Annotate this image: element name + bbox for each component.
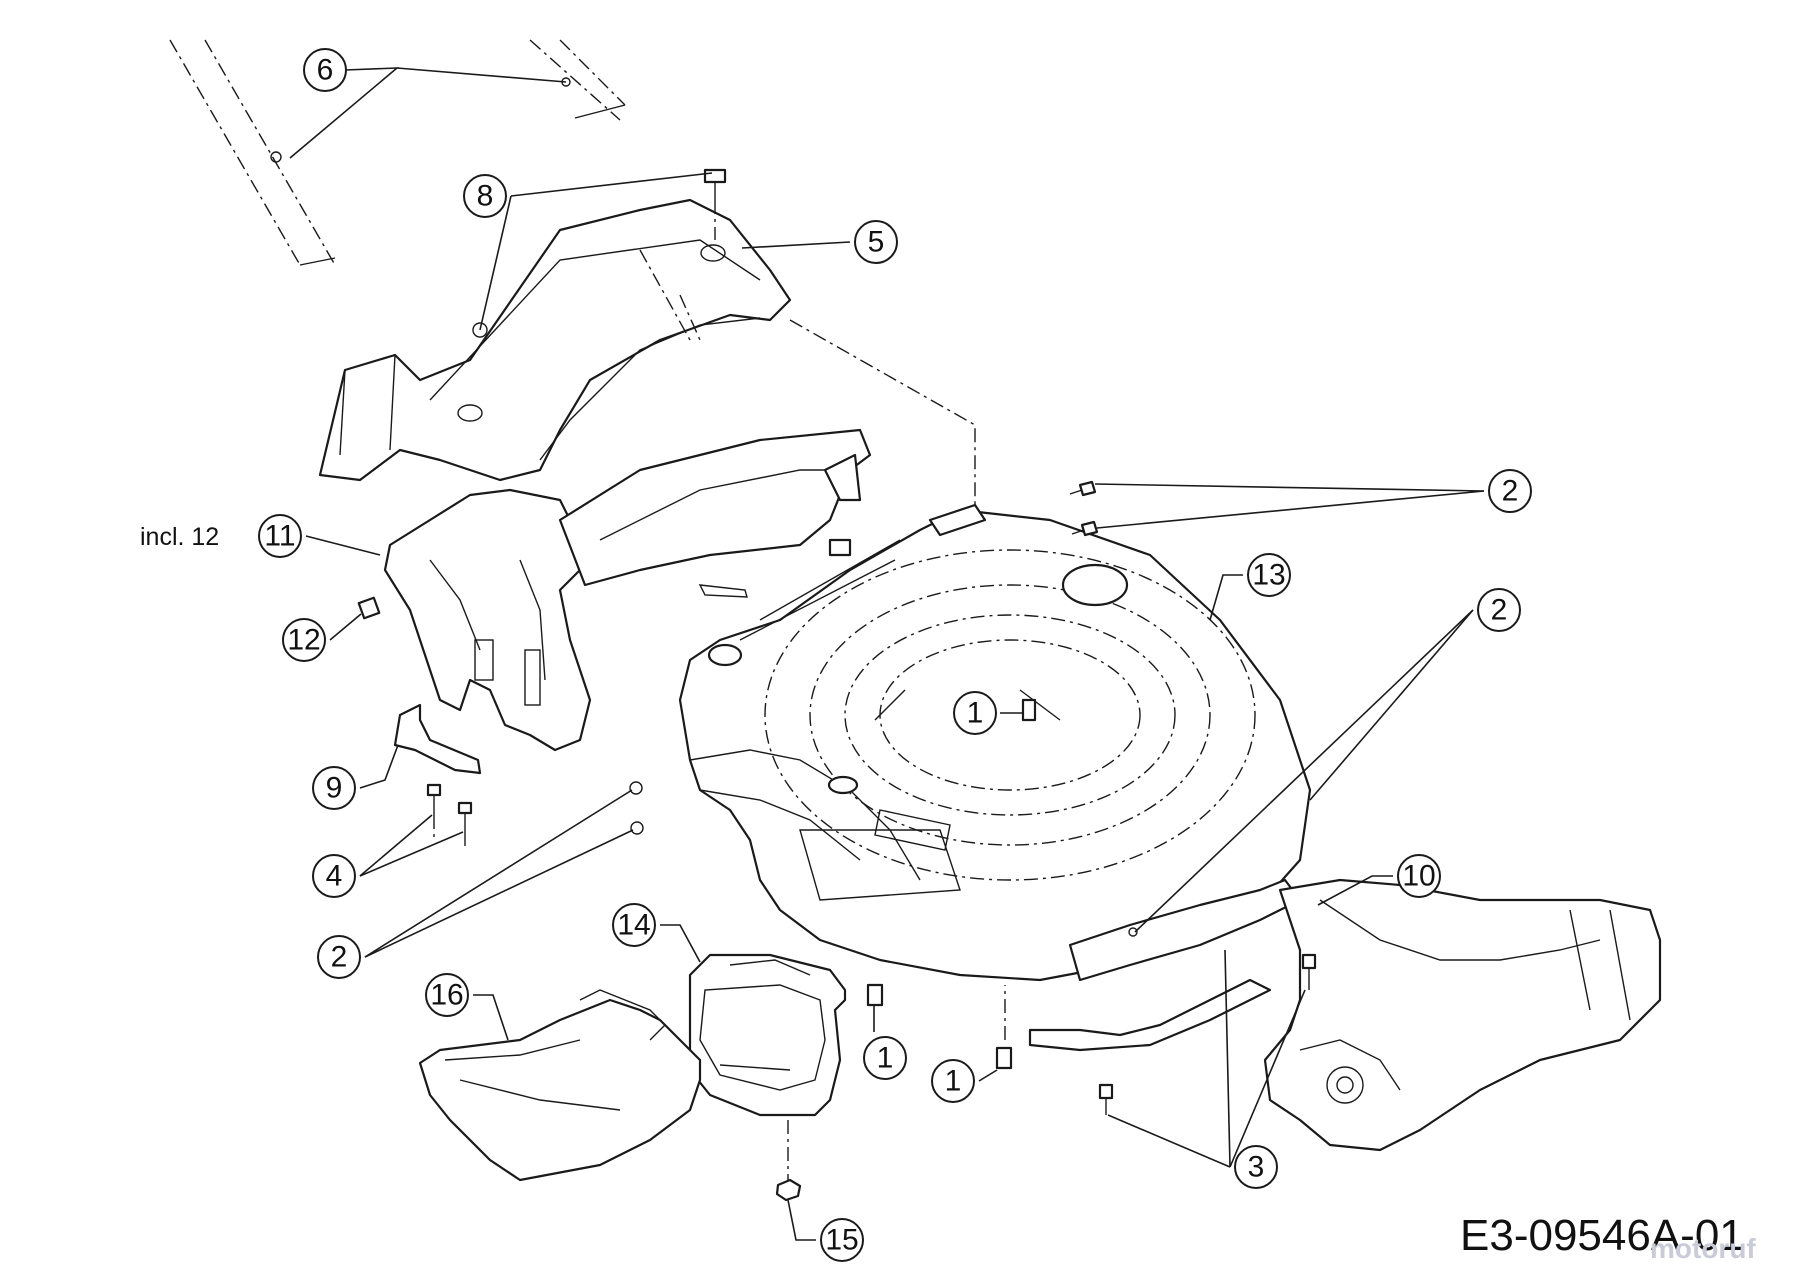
callout-12-label: 12	[287, 624, 320, 657]
callout-10-label: 10	[1402, 860, 1435, 893]
callout-3: 3	[1234, 1145, 1278, 1189]
callout-1-lower: 1	[931, 1059, 975, 1103]
callout-11: 11	[258, 514, 302, 558]
rear-frame	[383, 428, 872, 752]
callout-15: 15	[820, 1218, 864, 1262]
callout-6-label: 6	[317, 54, 334, 87]
mower-deck	[678, 503, 1312, 982]
mulch-flap	[688, 953, 847, 1117]
callout-11-label: 11	[264, 520, 295, 553]
callout-3-label: 3	[1248, 1151, 1265, 1184]
callout-2-right-label: 2	[1491, 594, 1508, 627]
callout-1-deck-label: 1	[967, 697, 984, 730]
rear-axle	[393, 584, 748, 775]
callout-5: 5	[854, 220, 898, 264]
rear-cover	[318, 198, 976, 540]
callout-8-label: 8	[477, 180, 494, 213]
callout-2-top-label: 2	[1502, 475, 1519, 508]
callout-5-label: 5	[868, 226, 885, 259]
callout-2-left: 2	[317, 935, 361, 979]
nut-15	[775, 1120, 802, 1202]
screws-4	[426, 783, 473, 850]
incl-note: incl. 12	[140, 523, 219, 551]
callout-13: 13	[1247, 553, 1291, 597]
drawing-code: E3-09546A-01	[1460, 1211, 1744, 1260]
callout-2-left-label: 2	[331, 941, 348, 974]
callout-1-flap-label: 1	[877, 1042, 894, 1075]
screws-8	[703, 168, 727, 240]
callout-2-right: 2	[1477, 588, 1521, 632]
callout-4: 4	[312, 854, 356, 898]
callout-6: 6	[303, 48, 347, 92]
watermark: motoruf	[1650, 1233, 1756, 1264]
callout-1-deck: 1	[953, 691, 997, 735]
leader-lines	[289, 67, 1485, 1241]
callout-1-lower-label: 1	[945, 1065, 962, 1098]
callout-14-label: 14	[617, 909, 650, 942]
callout-9-label: 9	[326, 772, 343, 805]
callout-15-label: 15	[825, 1224, 858, 1257]
screws-3	[1098, 953, 1317, 1115]
callout-8: 8	[463, 174, 507, 218]
handle-tubes	[169, 39, 626, 266]
callout-4-label: 4	[326, 860, 343, 893]
callout-10: 10	[1397, 854, 1441, 898]
nut-12	[357, 596, 381, 620]
screws-1	[866, 698, 1037, 1070]
callout-13-label: 13	[1252, 559, 1285, 592]
callout-9: 9	[312, 766, 356, 810]
screws-2	[629, 480, 1138, 937]
callout-16-label: 16	[430, 979, 463, 1012]
grass-catcher	[418, 989, 702, 1182]
rear-chute	[1263, 878, 1662, 1152]
callout-16: 16	[425, 973, 469, 1017]
callout-2-top: 2	[1488, 469, 1532, 513]
callout-1-flap: 1	[863, 1036, 907, 1080]
callout-14: 14	[612, 903, 656, 947]
callout-12: 12	[282, 618, 326, 662]
